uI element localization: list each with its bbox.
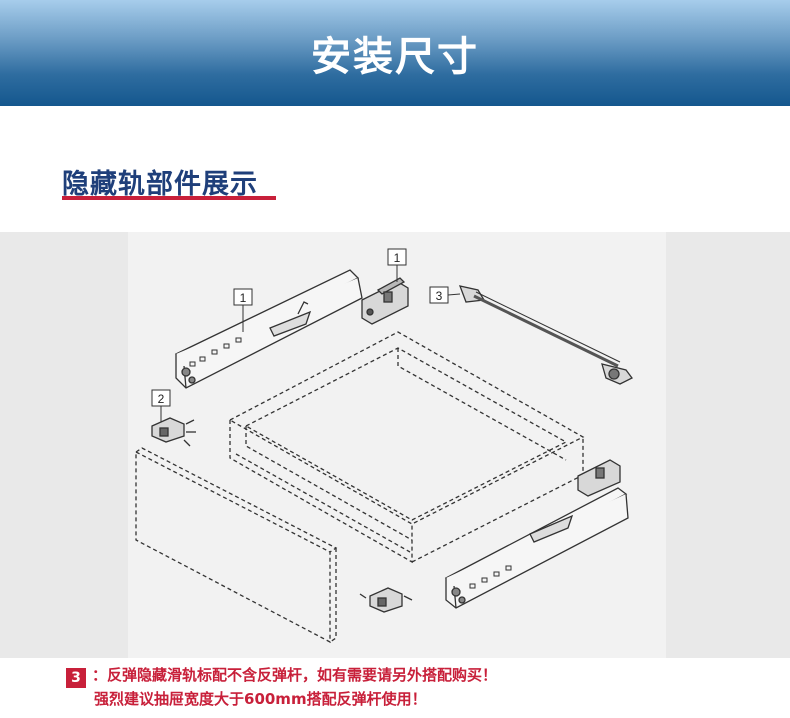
damper-right — [577, 459, 621, 497]
label-rail: 1 — [240, 291, 247, 305]
note-line2: 强烈建议抽屉宽度大于600mm搭配反弹杆使用！ — [94, 690, 427, 708]
note-line1: ：反弹隐藏滑轨标配不含反弹杆，如有需要请另外搭配购买！ — [92, 666, 498, 684]
rail-bottom-right — [444, 487, 629, 609]
push-bar — [458, 285, 633, 385]
label-damper: 1 — [394, 251, 401, 265]
clip-bottom — [359, 587, 413, 613]
note-badge: 3 — [66, 668, 86, 688]
label-clip: 2 — [158, 392, 165, 406]
section-underline — [62, 196, 276, 200]
section-title: 隐藏轨部件展示 — [62, 169, 258, 200]
rail-top-left — [175, 269, 363, 389]
exploded-drawer-diagram: 1 1 3 2 — [135, 248, 633, 644]
header-banner: 安装尺寸 — [0, 0, 790, 106]
note-text: 3 ：反弹隐藏滑轨标配不含反弹杆，如有需要请另外搭配购买！ 强烈建议抽屉宽度大于6… — [66, 664, 786, 710]
drawer-box — [228, 331, 585, 564]
diagram-panel: 1 1 3 2 — [0, 232, 790, 658]
page-title: 安装尺寸 — [311, 34, 479, 80]
label-pushbar: 3 — [436, 289, 443, 303]
damper-top — [361, 277, 409, 325]
front-panel — [135, 447, 338, 644]
clip-left — [151, 417, 196, 447]
